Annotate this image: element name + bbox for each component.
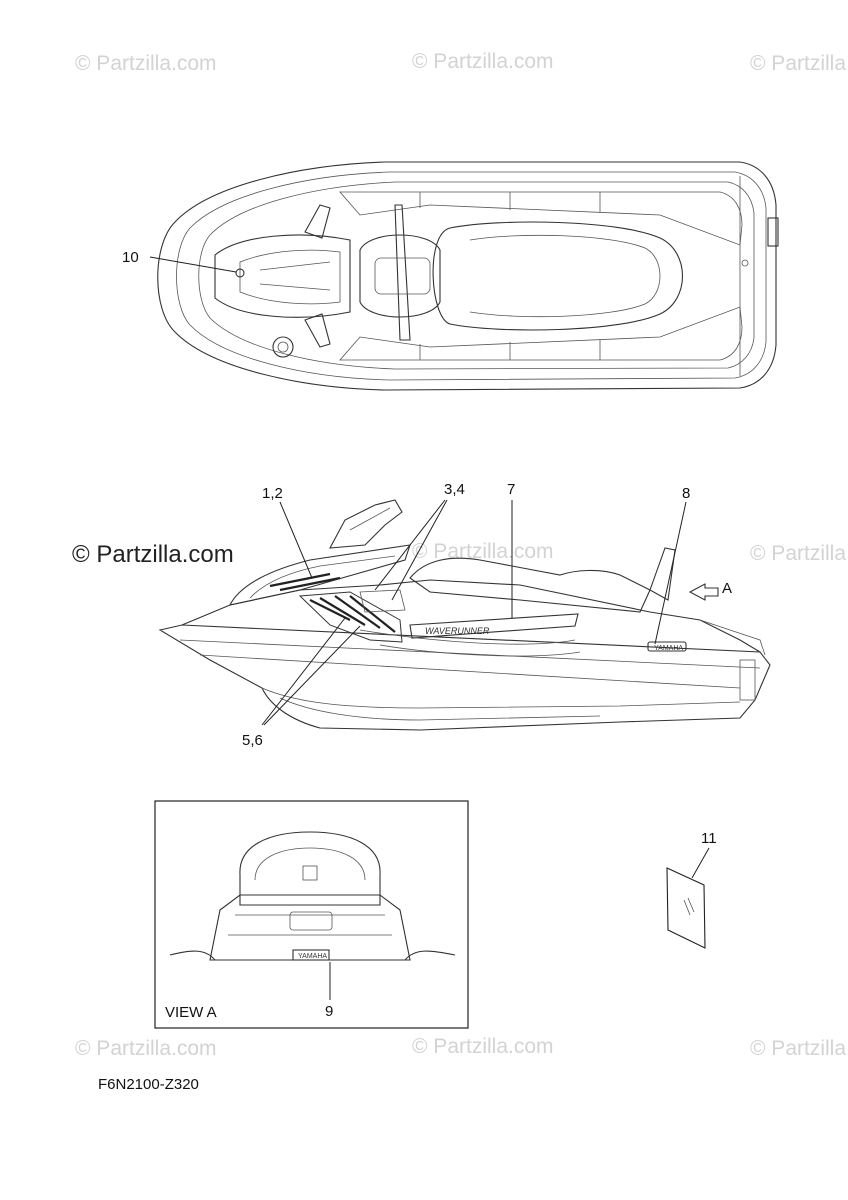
leader-line-3-4-a bbox=[374, 499, 446, 591]
callout-10: 10 bbox=[122, 249, 139, 266]
view-a-label: VIEW A bbox=[165, 1004, 217, 1021]
callout-11: 11 bbox=[701, 830, 717, 847]
side-view-yamaha-badge bbox=[647, 641, 687, 652]
decal-waverunner-text: WAVERUNNER bbox=[425, 626, 490, 636]
callout-5-6: 5,6 bbox=[242, 732, 263, 749]
side-view-deck bbox=[181, 579, 761, 653]
watercraft-top-view: 10 bbox=[122, 161, 779, 391]
callout-8: 8 bbox=[682, 485, 690, 502]
watermark-top-center: © Partzilla.com bbox=[412, 50, 554, 73]
side-view-rear-handle bbox=[649, 547, 676, 601]
rear-view-body bbox=[209, 894, 411, 961]
top-view-outer-hull bbox=[157, 161, 777, 391]
leader-line-8 bbox=[654, 501, 687, 645]
part-10-marker bbox=[235, 268, 245, 278]
side-view-handlebar bbox=[329, 499, 403, 549]
watermark-top-right: © Partzilla.com bbox=[750, 52, 848, 75]
view-a-frame bbox=[154, 800, 469, 1029]
rear-view-yamaha-badge bbox=[292, 949, 330, 961]
watermark-bottom-right: © Partzilla.com bbox=[750, 1037, 848, 1060]
top-view-mirror-upper bbox=[304, 204, 331, 239]
part-11-sheet-outline bbox=[666, 867, 706, 949]
watermark-top-left: © Partzilla.com bbox=[75, 52, 217, 75]
leader-line-11 bbox=[691, 847, 710, 879]
part-11-sheet: 11 bbox=[666, 830, 717, 949]
leader-line-1-2 bbox=[279, 501, 313, 579]
side-view-waverunner-decal bbox=[409, 613, 579, 639]
side-view-seat bbox=[409, 557, 651, 613]
callout-1-2: 1,2 bbox=[262, 485, 283, 502]
watermark-mid-center: © Partzilla.com bbox=[412, 540, 554, 563]
top-view-stern-handle bbox=[767, 217, 779, 247]
watermark-mid-right: © Partzilla.com bbox=[750, 542, 848, 565]
leader-line-10 bbox=[149, 256, 237, 273]
watermarks: © Partzilla.com © Partzilla.com © Partzi… bbox=[72, 50, 848, 1060]
watermark-featured: © Partzilla.com bbox=[72, 541, 234, 568]
callout-3-4: 3,4 bbox=[444, 481, 465, 498]
callout-7: 7 bbox=[507, 481, 515, 498]
top-view-seat bbox=[432, 221, 683, 331]
watercraft-side-view: WAVERUNNER YAMAHA A 1,2 3,4 7 8 5,6 bbox=[158, 481, 771, 749]
leader-line-3-4-b bbox=[391, 499, 448, 601]
top-view-mirror-lower bbox=[304, 313, 331, 348]
decal-yamaha-text-side: YAMAHA bbox=[654, 645, 683, 652]
top-view-hood bbox=[214, 234, 351, 318]
leader-line-5-6-a bbox=[261, 617, 346, 726]
top-view-bow-eye bbox=[272, 336, 294, 358]
top-view-deck-rim bbox=[198, 181, 755, 370]
top-view-gunwale bbox=[176, 171, 767, 381]
top-footwell-lower bbox=[339, 306, 743, 361]
view-a-inset: YAMAHA 9 VIEW A bbox=[154, 800, 469, 1029]
side-view-hull bbox=[158, 624, 771, 731]
top-view-handlebar bbox=[394, 204, 411, 341]
rear-view-seat-back bbox=[239, 831, 381, 906]
diagram-code: F6N2100-Z320 bbox=[98, 1076, 199, 1093]
callout-9: 9 bbox=[325, 1003, 333, 1020]
side-view-hood bbox=[228, 544, 411, 606]
watermark-bottom-left: © Partzilla.com bbox=[75, 1037, 217, 1060]
top-footwell-upper bbox=[339, 191, 743, 246]
view-a-arrow bbox=[688, 583, 719, 601]
side-view-front-decal bbox=[298, 591, 403, 643]
leader-line-5-6-b bbox=[263, 625, 361, 726]
callout-view-a: A bbox=[722, 580, 732, 597]
decal-yamaha-text-rear: YAMAHA bbox=[298, 953, 327, 960]
watermark-bottom-center: © Partzilla.com bbox=[412, 1035, 554, 1058]
